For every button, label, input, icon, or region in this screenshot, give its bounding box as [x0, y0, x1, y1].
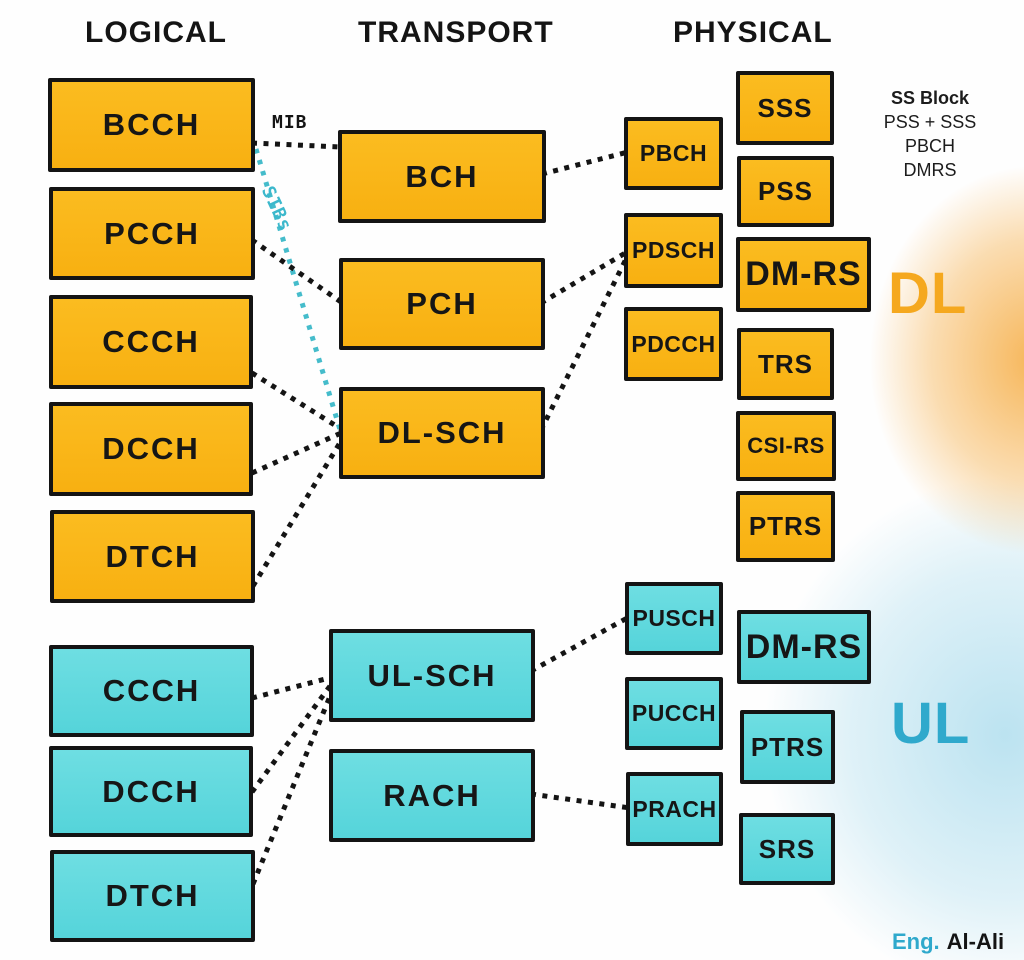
- link-pcch-pch: [250, 237, 343, 305]
- node-ref-dl-sss: SSS: [736, 71, 834, 145]
- link-rach-prach: [530, 791, 631, 811]
- node-physical-pucch: PUCCH: [625, 677, 723, 750]
- node-logical-dl-dcch: DCCH: [49, 402, 253, 496]
- node-transport-pch: PCH: [339, 258, 545, 350]
- link-ccch-ul-ulsch: [251, 674, 334, 701]
- downlink-label: DL: [888, 261, 968, 326]
- ss-block-line-dmrs: DMRS: [903, 160, 957, 180]
- node-physical-pdcch: PDCCH: [624, 307, 723, 381]
- node-ref-dl-csirs: CSI-RS: [736, 411, 836, 481]
- link-bcch-bch-mib: [251, 140, 342, 150]
- node-transport-dlsch: DL-SCH: [339, 387, 545, 479]
- node-transport-ulsch: UL-SCH: [329, 629, 535, 722]
- node-logical-ul-ccch: CCCH: [49, 645, 254, 737]
- node-logical-ul-dtch: DTCH: [50, 850, 255, 942]
- node-physical-prach: PRACH: [626, 772, 723, 846]
- node-logical-dl-dtch: DTCH: [50, 510, 255, 603]
- node-physical-pdsch: PDSCH: [624, 213, 723, 288]
- column-header-transport: TRANSPORT: [358, 16, 554, 49]
- author-credit: Eng.Al-Ali: [892, 929, 1004, 955]
- column-header-physical: PHYSICAL: [673, 16, 833, 49]
- author-credit-name: Al-Ali: [946, 929, 1005, 954]
- node-physical-pbch: PBCH: [624, 117, 723, 190]
- node-logical-dl-ccch: CCCH: [49, 295, 253, 389]
- link-bch-pbch: [541, 149, 629, 177]
- node-ref-ul-dmrs: DM-RS: [737, 610, 871, 684]
- column-header-logical: LOGICAL: [85, 16, 227, 49]
- link-ulsch-pusch: [529, 614, 631, 674]
- link-pch-pdsch: [539, 249, 629, 306]
- ss-block-title: SS Block: [890, 88, 970, 108]
- node-ref-ul-srs: SRS: [739, 813, 835, 885]
- node-ref-dl-dmrs: DM-RS: [736, 237, 871, 312]
- link-bcch-dlsch-sibs: [253, 148, 344, 434]
- author-credit-prefix: Eng.: [892, 929, 940, 954]
- node-ref-dl-pss: PSS: [737, 156, 834, 227]
- node-physical-pusch: PUSCH: [625, 582, 723, 655]
- ss-block-note: SS Block PSS + SSS PBCH DMRS: [868, 86, 992, 182]
- ss-block-line-pbch: PBCH: [904, 136, 955, 156]
- link-dtch-ul-ulsch: [250, 688, 336, 885]
- node-logical-dl-pcch: PCCH: [49, 187, 255, 280]
- link-dcch-ul-ulsch: [249, 680, 336, 794]
- uplink-label: UL: [891, 691, 971, 756]
- link-dlsch-pdsch: [538, 255, 630, 432]
- node-ref-ul-ptrs: PTRS: [740, 710, 835, 784]
- ss-block-line-pss-sss: PSS + SSS: [883, 112, 977, 132]
- link-dtch-dl-dlsch: [250, 439, 344, 588]
- node-ref-dl-ptrs: PTRS: [736, 491, 835, 562]
- link-dcch-dl-dlsch: [250, 430, 343, 476]
- node-transport-rach: RACH: [329, 749, 535, 842]
- node-logical-dl-bcch: BCCH: [48, 78, 255, 172]
- node-transport-bch: BCH: [338, 130, 546, 223]
- node-ref-dl-trs: TRS: [737, 328, 834, 400]
- node-logical-ul-dcch: DCCH: [49, 746, 253, 837]
- mib-label: MIB: [272, 112, 308, 133]
